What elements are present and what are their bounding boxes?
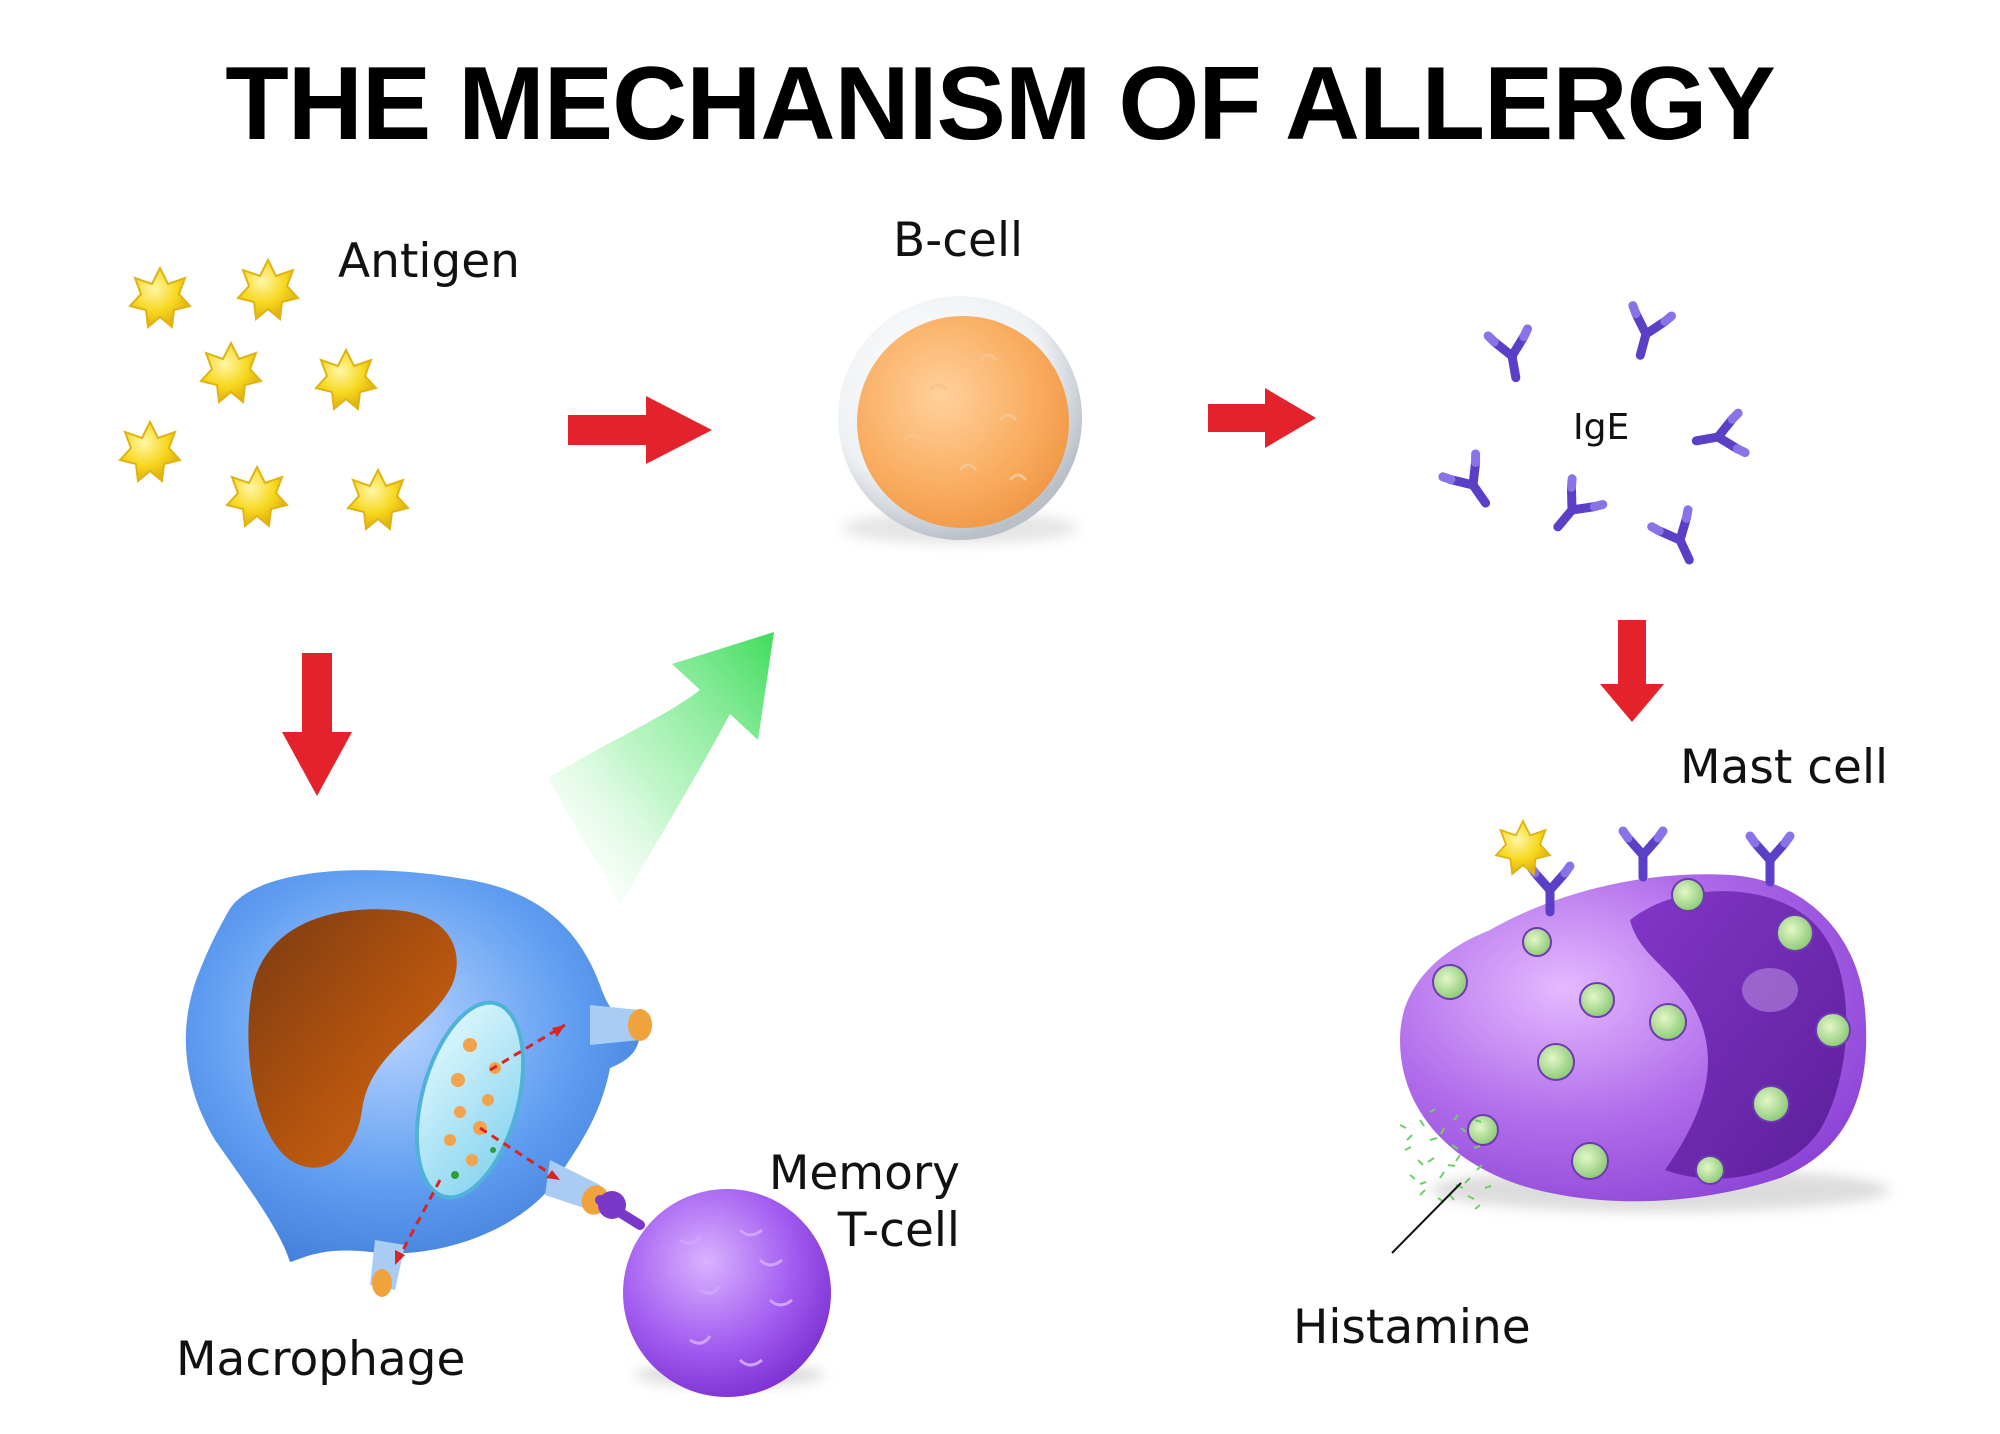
- antigen-cluster: [119, 259, 409, 530]
- mast-cell-nucleus: [1630, 891, 1847, 1179]
- bound-antigen: [1495, 820, 1551, 875]
- ige-antibody: [1652, 510, 1708, 569]
- arrow-ige-to-mastcell: [1600, 620, 1664, 722]
- label-b-cell: B-cell: [893, 213, 1024, 268]
- antigen-star: [200, 342, 262, 403]
- arrow-macrophage-to-bcell: [548, 632, 774, 905]
- label-antigen: Antigen: [338, 234, 520, 289]
- arrow-antigen-to-bcell: [568, 396, 712, 464]
- label-macrophage: Macrophage: [176, 1332, 466, 1387]
- ige-on-mast-cell: [1750, 836, 1790, 882]
- antigen-star: [119, 421, 181, 482]
- b-cell: [838, 296, 1082, 544]
- memory-t-cell: [595, 1189, 831, 1397]
- histamine-particles: [1399, 1108, 1492, 1210]
- antigen-star: [237, 259, 299, 320]
- ige-antibody: [1443, 454, 1502, 515]
- label-mast-cell: Mast cell: [1680, 740, 1889, 795]
- antigen-star: [129, 267, 191, 328]
- mast-cell: [1400, 820, 1890, 1212]
- label-t-cell: T-cell: [837, 1203, 960, 1258]
- arrow-bcell-to-ige: [1208, 388, 1316, 448]
- ige-antibody: [1621, 306, 1672, 361]
- antigen-star: [226, 466, 288, 527]
- ige-antibody: [1488, 329, 1535, 381]
- ige-antibody: [1693, 413, 1745, 460]
- ige-antibody: [1543, 479, 1603, 540]
- label-memory: Memory: [768, 1146, 960, 1201]
- antigen-star: [315, 349, 377, 410]
- macrophage: [185, 870, 652, 1297]
- histamine-pointer-line: [1391, 1182, 1462, 1254]
- page-title: THE MECHANISM OF ALLERGY: [225, 46, 1775, 162]
- macrophage-nucleus: [248, 909, 457, 1168]
- phagosome: [414, 1000, 526, 1200]
- label-ige: IgE: [1573, 407, 1630, 448]
- ige-on-mast-cell: [1623, 831, 1663, 877]
- arrow-antigen-to-macrophage: [282, 653, 352, 796]
- label-histamine: Histamine: [1293, 1300, 1531, 1355]
- antigen-star: [347, 469, 409, 530]
